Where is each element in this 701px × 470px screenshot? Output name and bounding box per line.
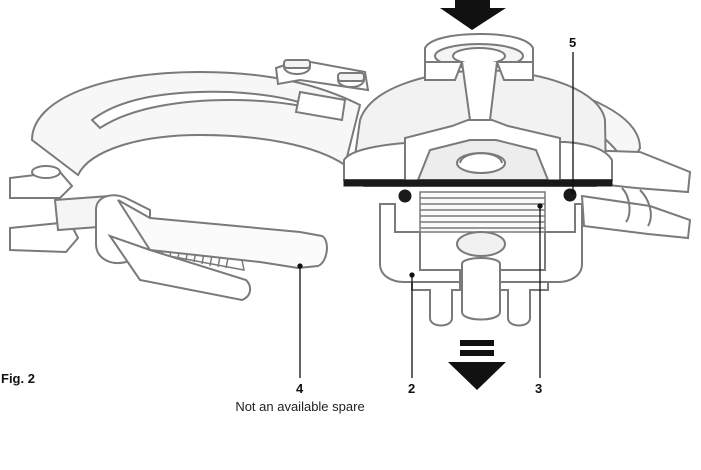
hinge-link [274,58,370,122]
inner-seat [404,119,561,187]
wing-nut-lever [95,194,328,302]
callout-5: 5 [569,35,576,50]
flow-arrow-out [448,340,506,390]
figure-label: Fig. 2 [1,371,35,386]
callout-3: 3 [535,381,542,396]
leader-lines [297,52,576,378]
spring-stack [419,191,546,233]
flow-arrow-in [440,0,506,30]
callout-4: 4 [296,381,304,396]
callout-2: 2 [408,381,415,396]
not-spare-note: Not an available spare [235,399,364,414]
gasket-seal [343,179,613,203]
inlet-port [424,32,534,121]
valve-body-lower [379,203,583,327]
